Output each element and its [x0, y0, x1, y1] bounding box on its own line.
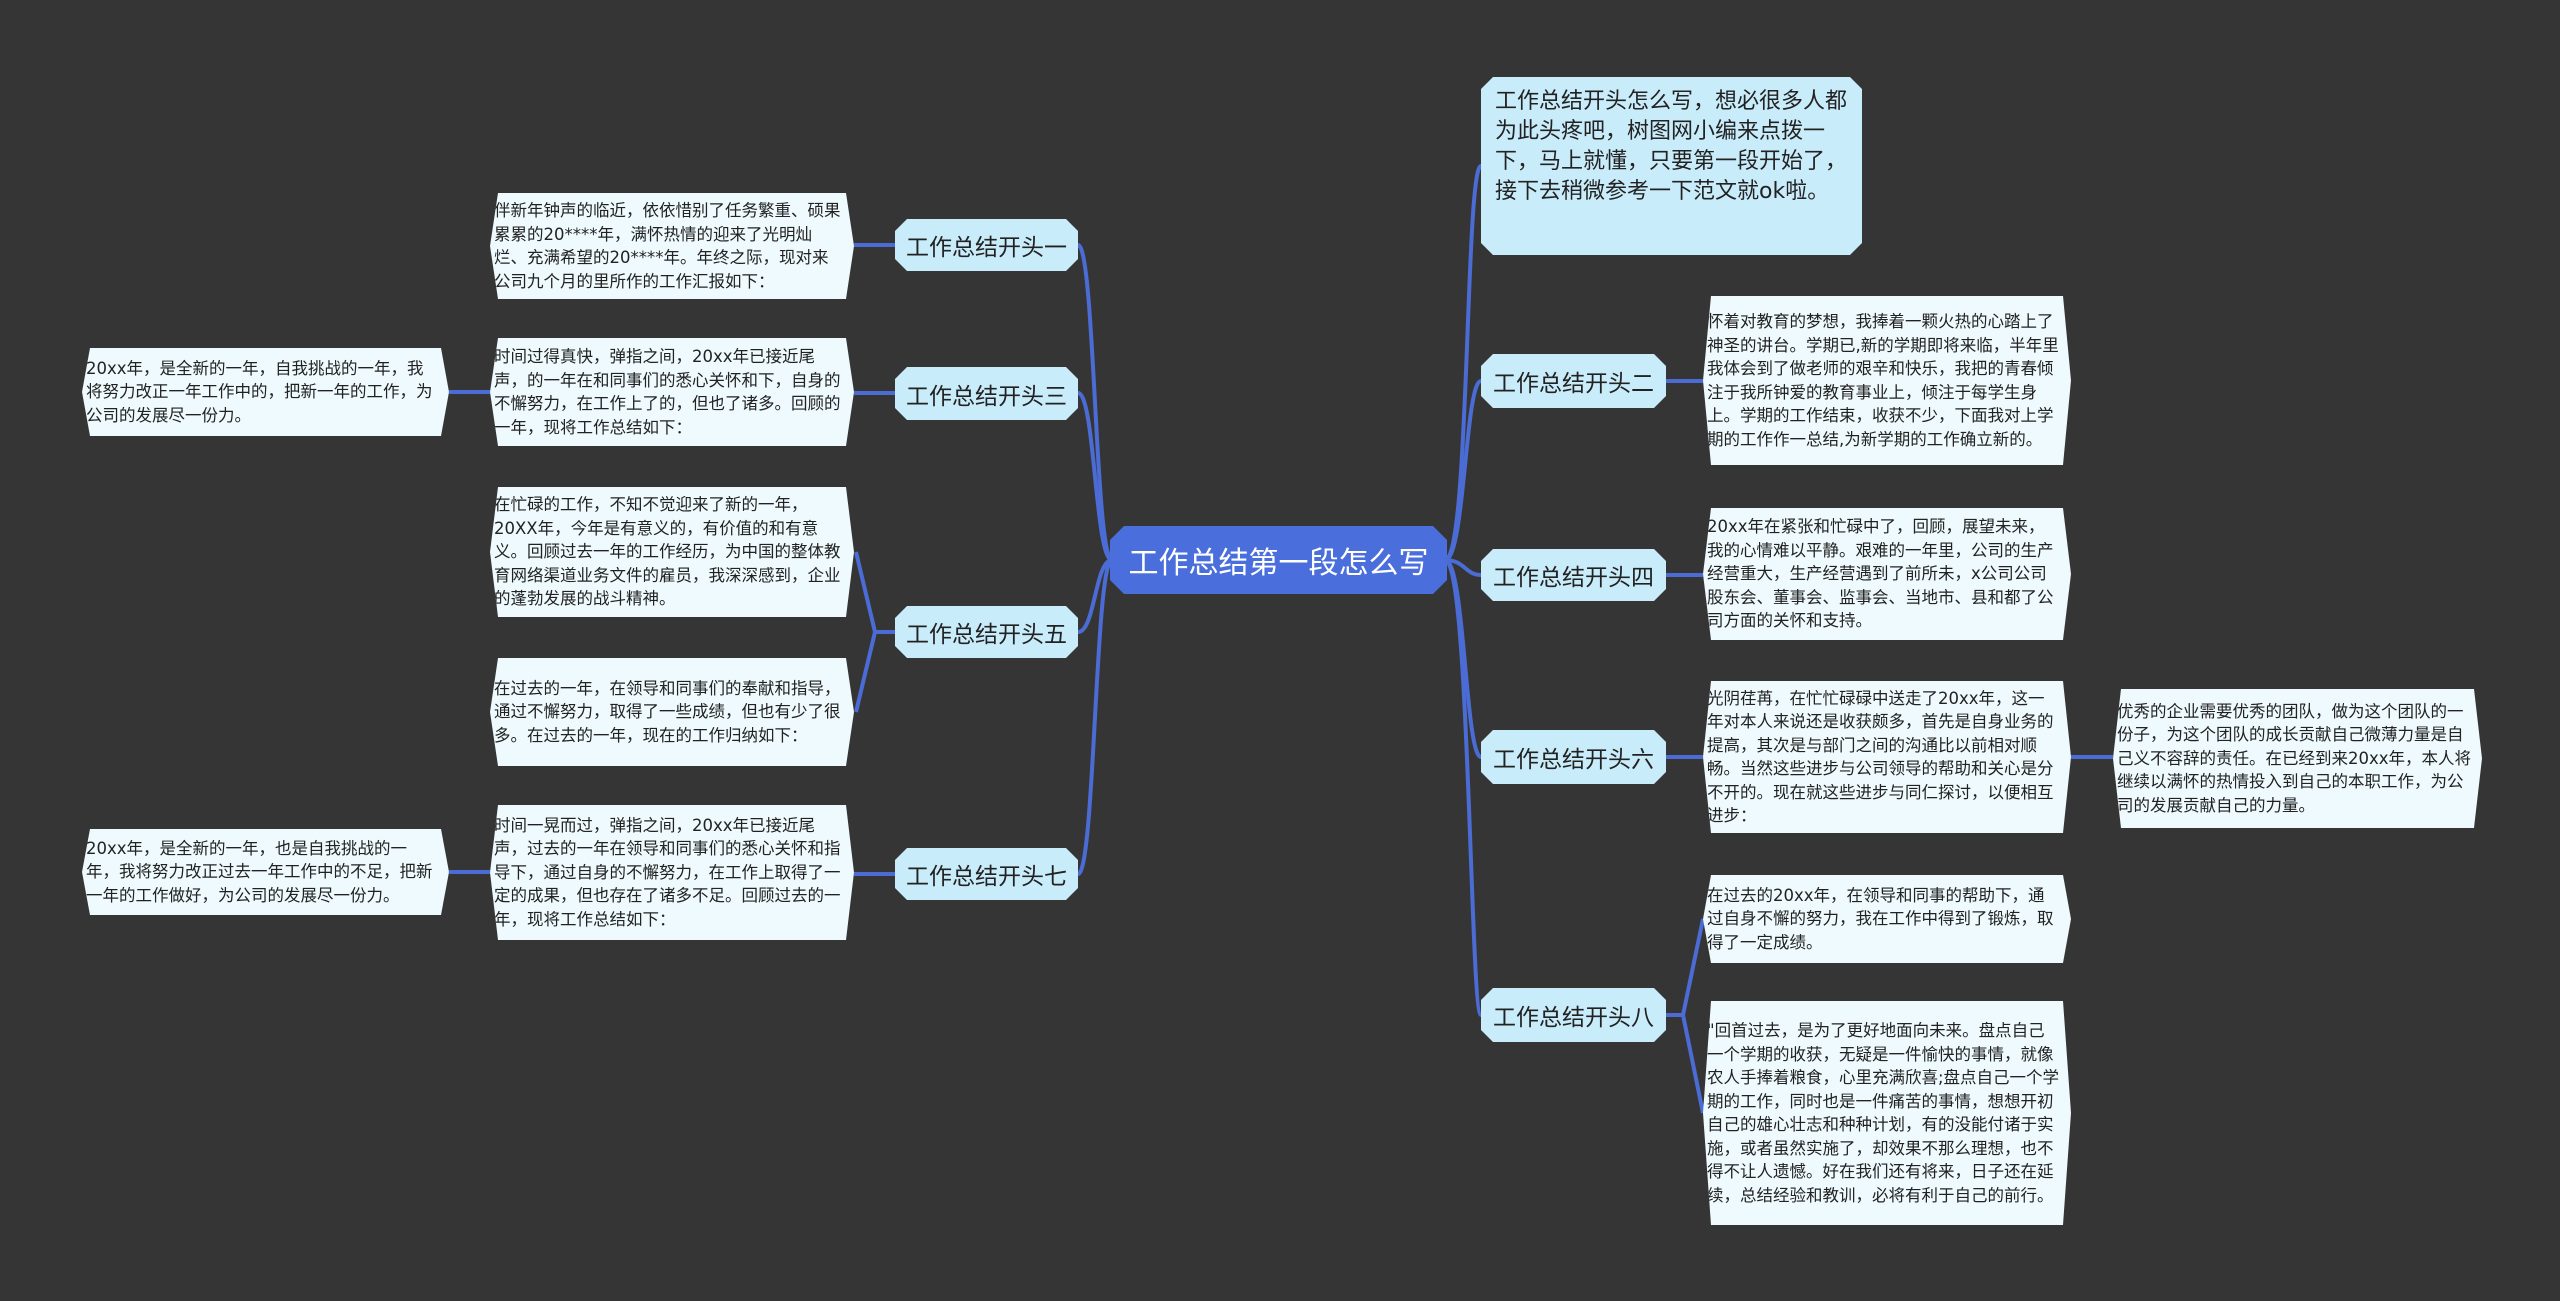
leaf-text: 在忙碌的工作，不知不觉迎来了新的一年，20XX年，今年是有意义的，有价值的和有意…: [494, 495, 841, 609]
link-r8b: [1681, 1014, 1705, 1114]
link-root-right-2: [1444, 379, 1483, 562]
link-root-right-4: [1444, 558, 1482, 577]
leaf-opening-8b[interactable]: "回首过去，是为了更好地面向未来。盘点自己一个学期的收获，无疑是一件愉快的事情，…: [1703, 1001, 2071, 1225]
leaf-opening-1[interactable]: 伴新年钟声的临近，依依惜别了任务繁重、硕果累累的20****年，满怀热情的迎来了…: [490, 193, 854, 299]
leaf-text: 20xx年在紧张和忙碌中了，回顾，展望未来，我的心情难以平静。艰难的一年里，公司…: [1707, 517, 2054, 631]
branch-opening-2[interactable]: 工作总结开头二: [1481, 354, 1666, 408]
branch-opening-6[interactable]: 工作总结开头六: [1481, 730, 1666, 784]
leaf-text: 20xx年，是全新的一年，也是自我挑战的一年，我将努力改正过去一年工作中的不足，…: [86, 838, 433, 905]
root-topic[interactable]: 工作总结第一段怎么写: [1110, 526, 1447, 594]
leaf-opening-5b[interactable]: 在过去的一年，在领导和同事们的奉献和指导，通过不懈努力，取得了一些成绩，但也有少…: [490, 658, 854, 766]
link-root-left-1: [1076, 243, 1114, 562]
leaf-opening-3-sub[interactable]: 20xx年，是全新的一年，自我挑战的一年，我将努力改正一年工作中的，把新一年的工…: [82, 348, 449, 436]
leaf-opening-7-sub[interactable]: 20xx年，是全新的一年，也是自我挑战的一年，我将努力改正过去一年工作中的不足，…: [82, 829, 449, 915]
leaf-text: 时间一晃而过，弹指之间，20xx年已接近尾声，过去的一年在领导和同事们的悉心关怀…: [494, 815, 841, 929]
link-l5b: [854, 631, 877, 713]
leaf-opening-2[interactable]: 怀着对教育的梦想，我捧着一颗火热的心踏上了神圣的讲台。学期已,新的学期即将来临，…: [1703, 296, 2071, 465]
branch-opening-8[interactable]: 工作总结开头八: [1481, 988, 1666, 1042]
branch-opening-4[interactable]: 工作总结开头四: [1481, 549, 1666, 601]
link-l5a: [854, 551, 895, 634]
leaf-opening-6-sub[interactable]: 优秀的企业需要优秀的团队，做为这个团队的一份子，为这个团队的成长贡献自己微薄力量…: [2113, 689, 2482, 828]
leaf-text: 时间过得真快，弹指之间，20xx年已接近尾声，的一年在和同事们的悉心关怀和下，自…: [494, 347, 841, 437]
leaf-opening-4[interactable]: 20xx年在紧张和忙碌中了，回顾，展望未来，我的心情难以平静。艰难的一年里，公司…: [1703, 508, 2071, 640]
link-root-left-5: [1077, 558, 1113, 634]
leaf-text: 优秀的企业需要优秀的团队，做为这个团队的一份子，为这个团队的成长贡献自己微薄力量…: [2117, 701, 2472, 815]
leaf-text: 在过去的20xx年，在领导和同事的帮助下，通过自身不懈的努力，我在工作中得到了锻…: [1707, 885, 2054, 952]
link-root-left-7: [1076, 558, 1114, 876]
leaf-text: 怀着对教育的梦想，我捧着一颗火热的心踏上了神圣的讲台。学期已,新的学期即将来临，…: [1707, 312, 2059, 449]
leaf-text: 在过去的一年，在领导和同事们的奉献和指导，通过不懈努力，取得了一些成绩，但也有少…: [494, 678, 841, 745]
branch-opening-7[interactable]: 工作总结开头七: [895, 848, 1078, 900]
branch-opening-5[interactable]: 工作总结开头五: [895, 606, 1078, 658]
branch-opening-1[interactable]: 工作总结开头一: [895, 219, 1078, 271]
intro-topic[interactable]: 工作总结开头怎么写，想必很多人都为此头疼吧，树图网小编来点拨一下，马上就懂，只要…: [1481, 77, 1862, 255]
link-root-left-3: [1076, 391, 1114, 562]
link-r8a: [1666, 918, 1705, 1017]
branch-opening-3[interactable]: 工作总结开头三: [895, 367, 1078, 420]
leaf-opening-5a[interactable]: 在忙碌的工作，不知不觉迎来了新的一年，20XX年，今年是有意义的，有价值的和有意…: [490, 487, 854, 617]
leaf-opening-7[interactable]: 时间一晃而过，弹指之间，20xx年已接近尾声，过去的一年在领导和同事们的悉心关怀…: [490, 805, 854, 940]
leaf-opening-6[interactable]: 光阴荏苒，在忙忙碌碌中送走了20xx年，这一年对本人来说还是收获颇多，首先是自身…: [1703, 681, 2071, 833]
leaf-opening-8a[interactable]: 在过去的20xx年，在领导和同事的帮助下，通过自身不懈的努力，我在工作中得到了锻…: [1703, 875, 2071, 963]
leaf-opening-3[interactable]: 时间过得真快，弹指之间，20xx年已接近尾声，的一年在和同事们的悉心关怀和下，自…: [490, 338, 854, 446]
leaf-text: 伴新年钟声的临近，依依惜别了任务繁重、硕果累累的20****年，满怀热情的迎来了…: [494, 201, 841, 291]
leaf-text: 20xx年，是全新的一年，自我挑战的一年，我将努力改正一年工作中的，把新一年的工…: [86, 358, 433, 425]
link-root-right-8: [1443, 558, 1483, 1017]
leaf-text: "回首过去，是为了更好地面向未来。盘点自己一个学期的收获，无疑是一件愉快的事情，…: [1707, 1021, 2060, 1205]
leaf-text: 光阴荏苒，在忙忙碌碌中送走了20xx年，这一年对本人来说还是收获颇多，首先是自身…: [1707, 688, 2054, 825]
